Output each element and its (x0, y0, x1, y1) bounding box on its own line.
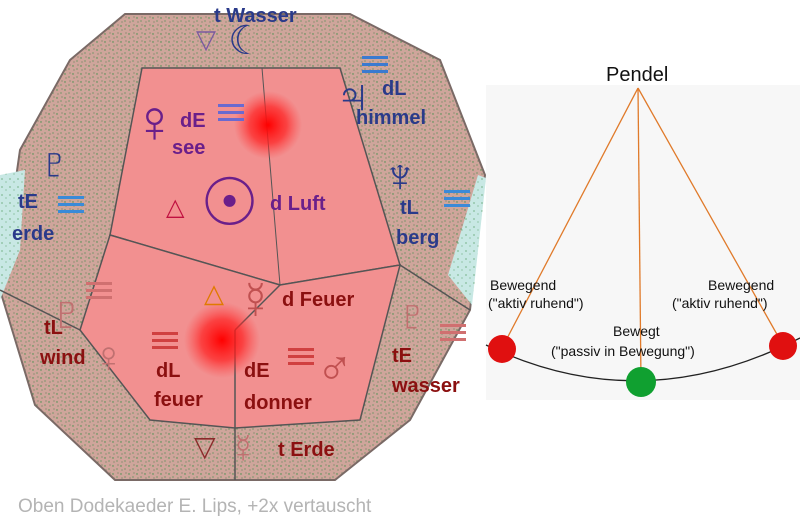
triangle-down-icon: ▽ (196, 24, 216, 54)
moon-icon: ☾ (228, 19, 264, 63)
trigram-icon-erde (58, 196, 84, 213)
edge-right (399, 264, 471, 311)
label-center-feuer: d Feuer (282, 289, 354, 311)
pendulum-right-label-1: Bewegend (708, 277, 774, 293)
pluto-left-icon: ♇ (38, 139, 71, 188)
label-right-mid-1: tL (400, 197, 419, 219)
pendulum-ball-left (488, 335, 516, 363)
pendulum-string-left (501, 87, 639, 349)
trigram-icon-wasser (440, 324, 466, 341)
hot-spot-lower (184, 302, 260, 378)
mars-icon: ♂ (316, 340, 354, 396)
pendulum-left-label-2: ("aktiv ruhend") (488, 295, 584, 311)
edge-left (0, 289, 81, 331)
venus-icon: ♀ (132, 88, 177, 155)
label-center-upper-2: see (172, 137, 205, 159)
label-right-mid-2: berg (396, 227, 439, 249)
label-left-lower-1: tL (44, 317, 63, 339)
label-top: t Wasser (214, 5, 297, 27)
pluto-right-icon: ♇ (396, 291, 429, 340)
label-center-lower-left-2: feuer (154, 389, 203, 411)
pendulum-ball-right (769, 332, 797, 360)
side-wedge-left (0, 170, 25, 300)
mercury-icon: ☿ (236, 272, 275, 330)
pendulum-panel (486, 85, 800, 400)
triangle-down-bottom-icon: ▽ (194, 431, 216, 462)
sun-icon: ☉ (200, 165, 259, 239)
label-right-lower-2: wasser (391, 375, 460, 397)
trigram-icon-wind (86, 282, 112, 299)
triangle-up-icon: △ (166, 194, 185, 221)
dodecahedron: ▽ ☾ ♀ ♃ ♇ ☉ △ ♆ △ ☿ ♂ ♇ ♇ ♀ ▽ ☿ (0, 5, 487, 481)
label-center-upper-1: dE (180, 110, 206, 132)
label-left-upper-1: tE (18, 191, 38, 213)
pendulum-left-label-1: Bewegend (490, 277, 556, 293)
label-left-lower-2: wind (39, 347, 86, 369)
pendulum-diagram: Pendel Bewegend ("aktiv ruhend") Bewegen… (485, 64, 800, 400)
trigram-icon-donner (288, 348, 314, 365)
label-center-lower-right-1: dE (244, 360, 270, 382)
caption: Oben Dodekaeder E. Lips, +2x vertauscht (18, 496, 372, 517)
pendulum-right-label-2: ("aktiv ruhend") (672, 295, 768, 311)
mercury-bottom-icon: ☿ (228, 427, 258, 471)
trigram-icon-see (218, 104, 244, 121)
label-center-lower-right-2: donner (244, 392, 312, 414)
pluto-lower-left-icon: ♇ (48, 285, 86, 341)
label-center-mid: d Luft (270, 193, 326, 215)
neptune-icon: ♆ (382, 150, 418, 203)
trigram-icon-himmel (362, 56, 388, 73)
pendulum-string-center (637, 87, 642, 383)
label-right-upper-1: dL (382, 78, 406, 100)
trigram-icon-berg (444, 190, 470, 207)
hot-spot-upper (234, 91, 302, 159)
pendulum-center-label-2: ("passiv in Bewegung") (551, 343, 695, 359)
label-right-lower-1: tE (392, 345, 412, 367)
side-wedge-right (448, 175, 486, 305)
pendulum-title: Pendel (606, 64, 668, 86)
label-right-upper-2: himmel (356, 107, 426, 129)
venus-lower-left-icon: ♀ (92, 333, 125, 382)
pendulum-ball-center (626, 367, 656, 397)
pendulum-center-label-1: Bewegt (613, 323, 660, 339)
label-center-lower-left-1: dL (156, 360, 180, 382)
trigram-icon-feuer (152, 332, 178, 349)
pendulum-string-right (637, 87, 784, 346)
label-bottom: t Erde (278, 439, 335, 461)
label-left-upper-2: erde (12, 223, 54, 245)
triangle-up-orange-icon: △ (204, 278, 224, 308)
jupiter-icon: ♃ (335, 70, 371, 123)
